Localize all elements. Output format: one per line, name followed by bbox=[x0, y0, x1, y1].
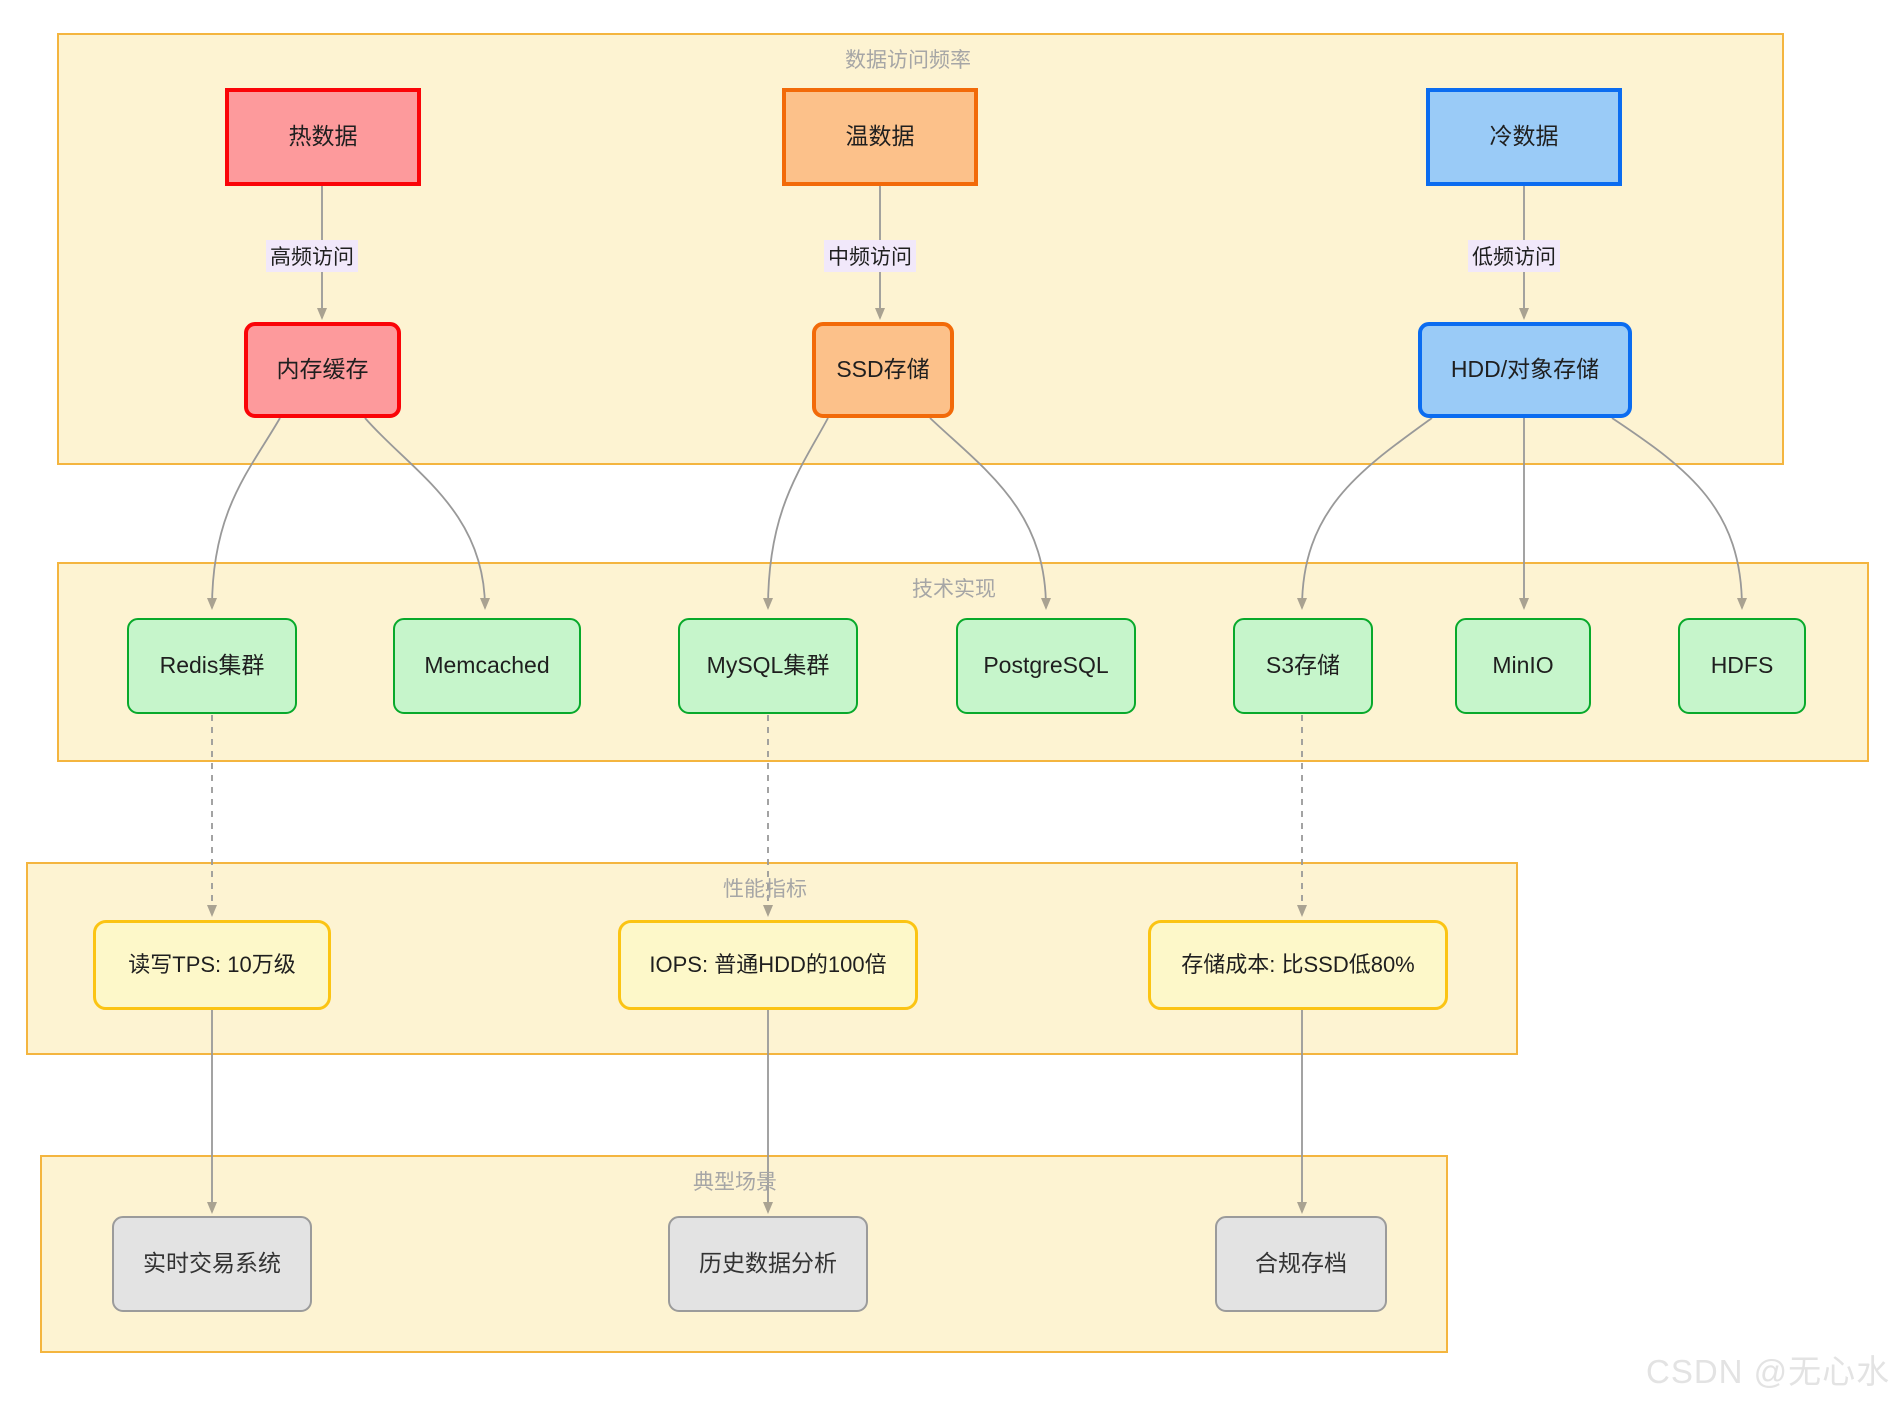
node-historical-data-analysis[interactable]: 历史数据分析 bbox=[668, 1216, 868, 1312]
edge-label-mid-frequency: 中频访问 bbox=[824, 240, 916, 272]
node-memory-cache[interactable]: 内存缓存 bbox=[244, 322, 401, 418]
node-read-write-tps[interactable]: 读写TPS: 10万级 bbox=[93, 920, 331, 1010]
node-memcached[interactable]: Memcached bbox=[393, 618, 581, 714]
node-realtime-trading-system[interactable]: 实时交易系统 bbox=[112, 1216, 312, 1312]
node-compliance-archive[interactable]: 合规存档 bbox=[1215, 1216, 1387, 1312]
node-cold-data[interactable]: 冷数据 bbox=[1426, 88, 1622, 186]
edge-label-low-frequency: 低频访问 bbox=[1468, 240, 1560, 272]
cluster-title-tech-implementation: 技术实现 bbox=[912, 578, 996, 601]
node-s3-storage[interactable]: S3存储 bbox=[1233, 618, 1373, 714]
node-redis-cluster[interactable]: Redis集群 bbox=[127, 618, 297, 714]
cluster-title-data-access-frequency: 数据访问频率 bbox=[845, 49, 971, 72]
node-mysql-cluster[interactable]: MySQL集群 bbox=[678, 618, 858, 714]
node-hot-data[interactable]: 热数据 bbox=[225, 88, 421, 186]
node-minio[interactable]: MinIO bbox=[1455, 618, 1591, 714]
node-warm-data[interactable]: 温数据 bbox=[782, 88, 978, 186]
edge-label-high-frequency: 高频访问 bbox=[266, 240, 358, 272]
node-hdd-object-storage[interactable]: HDD/对象存储 bbox=[1418, 322, 1632, 418]
node-postgresql[interactable]: PostgreSQL bbox=[956, 618, 1136, 714]
cluster-title-typical-scenarios: 典型场景 bbox=[693, 1171, 777, 1194]
csdn-watermark: CSDN @无心水 bbox=[1646, 1353, 1891, 1390]
node-hdfs[interactable]: HDFS bbox=[1678, 618, 1806, 714]
node-iops[interactable]: IOPS: 普通HDD的100倍 bbox=[618, 920, 918, 1010]
cluster-title-performance-metrics: 性能指标 bbox=[723, 878, 807, 901]
node-storage-cost[interactable]: 存储成本: 比SSD低80% bbox=[1148, 920, 1448, 1010]
node-ssd-storage[interactable]: SSD存储 bbox=[812, 322, 954, 418]
